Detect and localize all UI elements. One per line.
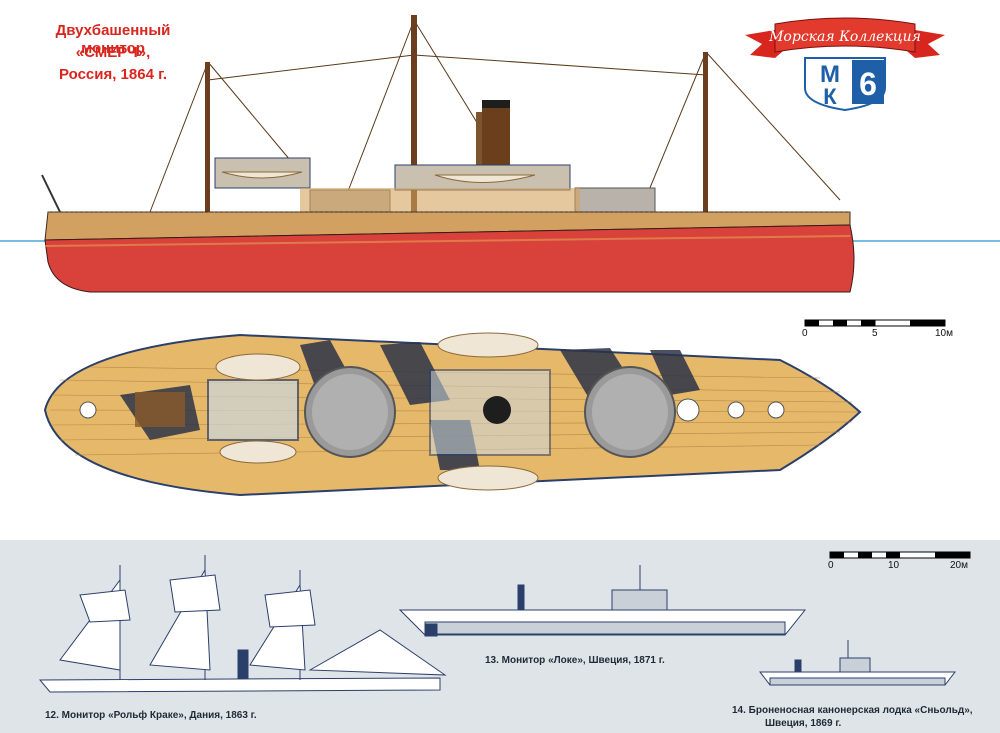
logo-letter-k: К bbox=[823, 84, 837, 109]
hatch-stern bbox=[79, 401, 97, 419]
funnel-pipe bbox=[476, 112, 486, 172]
logo-shield bbox=[804, 57, 886, 112]
top-color-panel: Двухбашенный монитор «СМЕРЧ», Россия, 18… bbox=[0, 15, 1000, 497]
side-profile-illustration bbox=[0, 15, 1000, 293]
main-scale-label-5: 5 bbox=[872, 328, 878, 339]
hatch-bow-2 bbox=[767, 401, 785, 419]
title-line-2: «СМЕРЧ», bbox=[75, 44, 151, 61]
title-line-1: Двухбашенный монитор bbox=[55, 22, 171, 57]
aft-turret-profile bbox=[574, 187, 656, 216]
rigging bbox=[149, 19, 841, 213]
logo-ribbon-text: Морская Коллекция bbox=[768, 29, 921, 45]
caption-ship-13: 13. Монитор «Локе», Швеция, 1871 г. bbox=[485, 655, 665, 666]
main-scale-bar bbox=[804, 319, 946, 327]
boat-starboard-fore bbox=[219, 440, 297, 464]
ship-14-drawing bbox=[758, 640, 957, 686]
foremast bbox=[205, 62, 210, 217]
fore-deckhouse bbox=[207, 379, 299, 441]
mainmast bbox=[411, 15, 417, 215]
logo-issue-number: 6 bbox=[859, 66, 877, 102]
boat-main bbox=[434, 174, 536, 183]
secondary-scale-label-10: 10 bbox=[888, 560, 900, 571]
comparison-ships-drawing bbox=[38, 555, 957, 693]
secondary-scale-bar bbox=[829, 551, 971, 559]
logo-letter-m: М bbox=[820, 61, 840, 88]
caption-ship-12: 12. Монитор «Рольф Краке», Дания, 1863 г… bbox=[45, 710, 257, 721]
hatch-bow-1 bbox=[727, 401, 745, 419]
bowsprit-pole bbox=[41, 174, 61, 213]
boat-starboard-aft bbox=[437, 465, 539, 491]
mizzenmast bbox=[703, 52, 708, 215]
title-line-3: Россия, 1864 г. bbox=[58, 66, 168, 83]
secondary-scale-label-0: 0 bbox=[828, 560, 834, 571]
capstan bbox=[676, 398, 700, 422]
deck-plan-illustration bbox=[43, 332, 862, 497]
boat-port-aft bbox=[437, 332, 539, 358]
ship-12-drawing bbox=[38, 555, 447, 693]
logo-ribbon bbox=[745, 17, 945, 58]
caption-ship-14-line-2: Швеция, 1869 г. bbox=[765, 718, 842, 729]
ship-13-drawing bbox=[398, 565, 807, 637]
secondary-scale-label-20: 20м bbox=[950, 560, 968, 571]
main-scale-label-0: 0 bbox=[802, 328, 808, 339]
main-scale-label-10: 10м bbox=[935, 328, 953, 339]
boat-fore bbox=[221, 171, 303, 179]
skylight-grating bbox=[135, 392, 185, 427]
logo-graphic: Морская Коллекция М К 6 bbox=[745, 17, 945, 112]
boat-port-fore bbox=[215, 353, 301, 381]
bottom-comparison-panel: 0 10 20м bbox=[0, 540, 1000, 733]
funnel-top bbox=[483, 396, 511, 424]
hull-lower bbox=[44, 224, 855, 293]
caption-ship-14-line-1: 14. Броненосная канонерская лодка «Сньол… bbox=[732, 705, 973, 716]
